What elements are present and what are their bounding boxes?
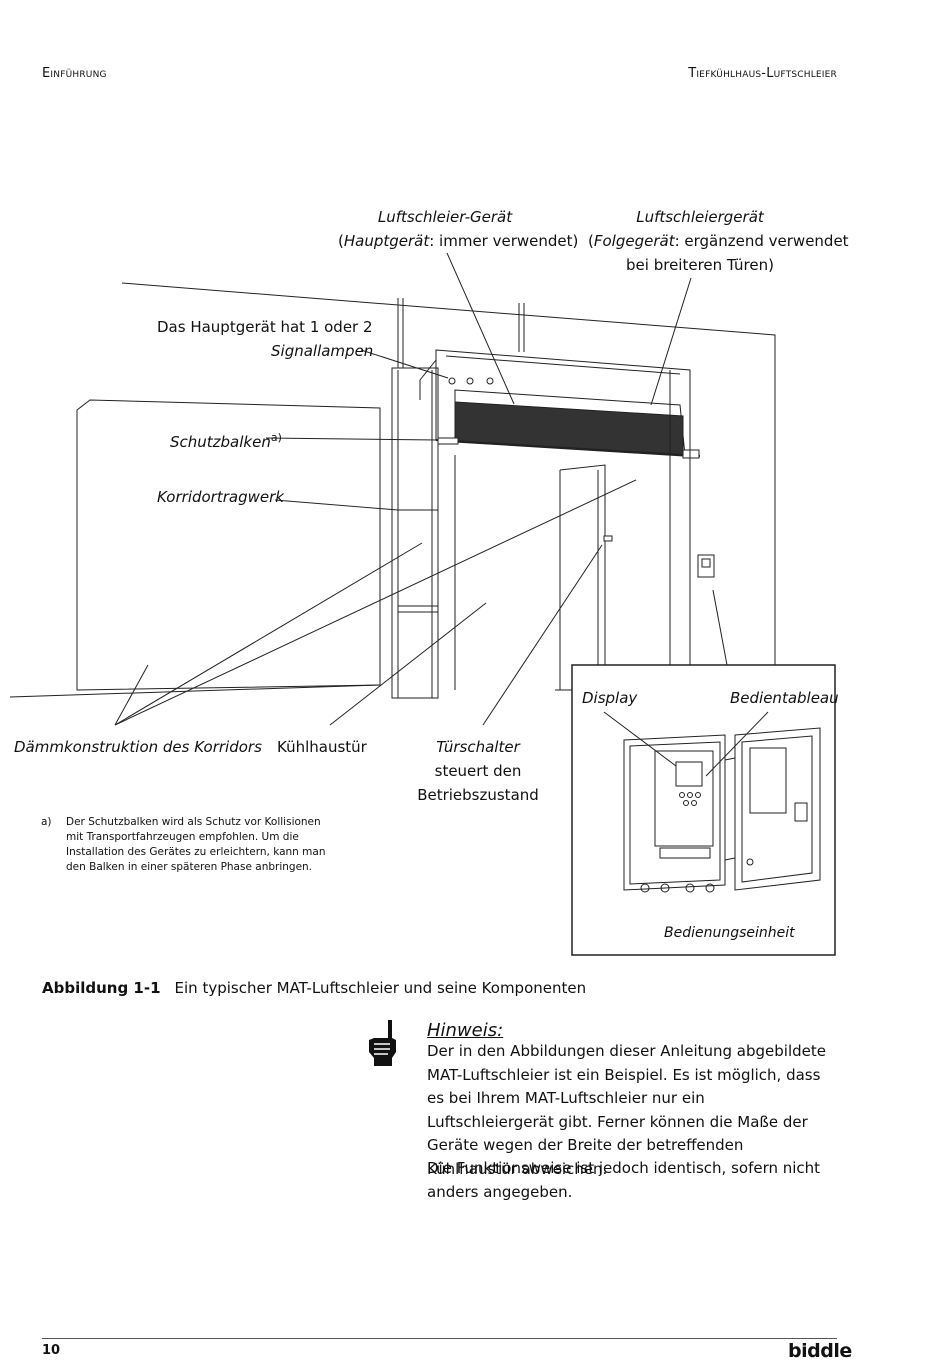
label-follow-unit-italic: Folgegerät [593,232,675,250]
door-switch [604,536,612,541]
hint-paragraph-1: Der in den Abbildungen dieser Anleitung … [427,1042,826,1178]
label-corridor-frame: Korridortragwerk [157,488,284,506]
label-control-unit: Bedienungseinheit [664,925,795,941]
header-document-title: Tiefkühlhaus-Luftschleier [688,66,837,81]
hint-title: Hinweis: [427,1020,504,1041]
back-wall [122,283,775,685]
label-follow-unit-rest: : ergänzend verwendet [674,232,849,250]
side-wall [77,400,380,690]
label-protection-beam-text: Schutzbalken [170,433,271,451]
operating-panel [655,751,713,846]
label-door-switch-line3: Betriebszustand [417,786,539,804]
label-door-switch-line2: steuert den [434,762,522,780]
label-main-unit-italic: Hauptgerät [343,232,430,250]
label-corridor-insulation: Dämmkonstruktion des Korridors [14,738,262,756]
label-follow-unit-title: Luftschleiergerät [636,208,764,226]
page-number: 10 [42,1343,61,1358]
label-signal-lamps: Signallampen [271,342,374,360]
figure-caption: Abbildung 1-1 Ein typischer MAT-Luftschle… [42,979,586,997]
hint-paragraph-2: Die Funktionsweise ist jedoch identisch,… [427,1159,821,1201]
label-follow-unit-line3: bei breiteren Türen) [626,256,774,274]
signal-lamp [449,378,455,384]
label-operating-panel: Bedientableau [730,689,839,707]
label-protection-beam-sup: a) [270,431,282,444]
display-screen [676,762,702,786]
label-cold-store-door: Kühlhaustür [277,738,367,756]
pointing-hand-icon [369,1020,396,1066]
footnote-text: Der Schutzbalken wird als Schutz vor Kol… [66,816,326,873]
figure-number: Abbildung 1-1 [42,979,161,997]
footnote-marker: a) [41,816,52,828]
biddle-logo: biddle [788,1340,852,1362]
cabinet-door [735,728,820,890]
label-follow-unit-desc: (Folgegerät: ergänzend verwendet [588,232,849,250]
control-unit-small [698,555,714,577]
label-main-unit-rest: : immer verwendet) [429,232,579,250]
corridor-frame-left [392,368,438,698]
footer-rule [42,1338,837,1339]
label-main-unit-desc: (Hauptgerät: immer verwendet) [338,232,579,250]
air-curtain-illustration [0,0,950,1000]
figure-caption-text: Ein typischer MAT-Luftschleier und seine… [174,979,587,997]
label-door-switch: Türschalter [436,738,520,756]
label-main-unit-title: Luftschleier-Gerät [377,208,513,226]
protection-beam [438,438,458,444]
label-signal-line1: Das Hauptgerät hat 1 oder 2 [157,318,373,336]
label-protection-beam: Schutzbalkena) [170,426,282,454]
label-display: Display [582,689,638,707]
header-section-title: Einführung [42,66,107,81]
